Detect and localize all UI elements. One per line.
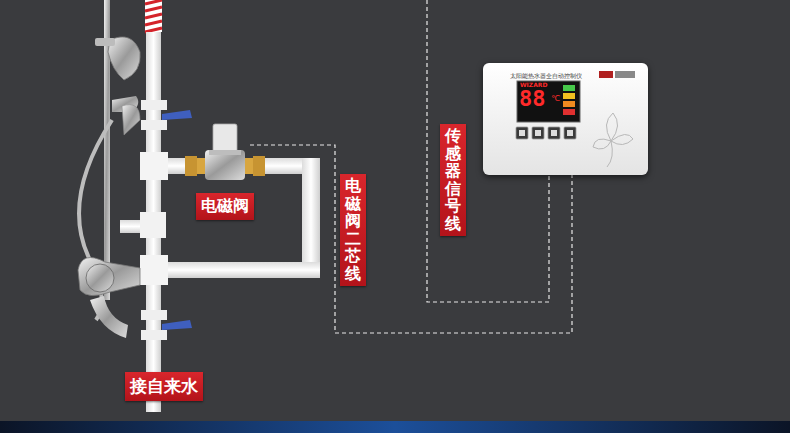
tag-text: 电磁阀二芯线 xyxy=(345,177,361,283)
label-tag: 接自来水 xyxy=(125,372,203,401)
display-text: ℃ xyxy=(551,95,560,103)
device-title: 太阳能热水器全自动控制仪 xyxy=(510,72,582,81)
label-tag: 电磁阀 xyxy=(196,193,254,220)
controller-face xyxy=(483,63,648,175)
display-text: 88 xyxy=(519,88,546,110)
label-tag: 传感器信号线 xyxy=(440,124,466,236)
tag-text: 电磁阀 xyxy=(201,196,249,217)
tag-text: 接自来水 xyxy=(130,375,198,398)
tag-text: 传感器信号线 xyxy=(445,127,461,233)
label-tag: 电磁阀二芯线 xyxy=(340,174,366,286)
controller-box: 太阳能热水器全自动控制仪WIZARD88℃ xyxy=(483,63,648,175)
